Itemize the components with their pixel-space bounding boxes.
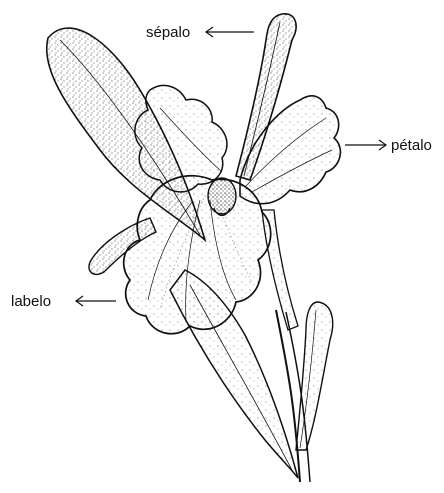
- secondary-stalk: [262, 210, 298, 330]
- arrow-lip: [76, 296, 116, 306]
- column: [208, 178, 236, 216]
- left-petal: [135, 85, 227, 191]
- lip-label: labelo: [11, 294, 51, 309]
- lip: [124, 176, 271, 334]
- arrow-sepal: [206, 27, 254, 37]
- bud: [296, 302, 333, 450]
- petal-label: pétalo: [391, 138, 432, 153]
- sepal-label: sépalo: [146, 25, 190, 40]
- arrow-petal: [345, 140, 386, 150]
